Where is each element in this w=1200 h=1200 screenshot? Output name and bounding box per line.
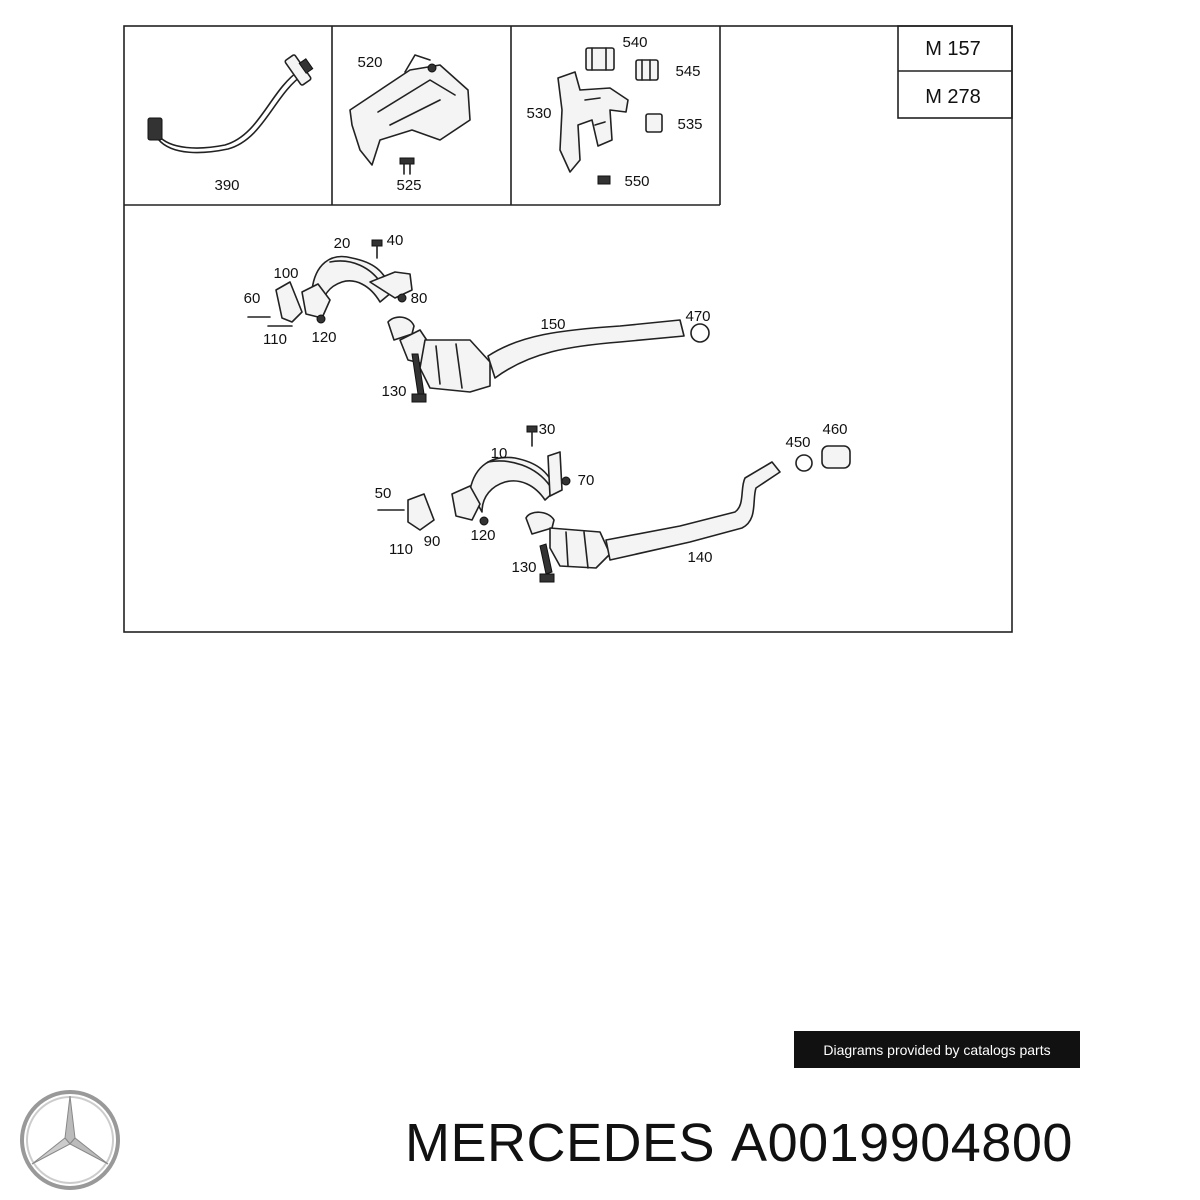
label-40: 40 [387,232,404,249]
label-550: 550 [624,173,649,190]
engine-code-2: M 278 [925,86,981,108]
lower-exhaust-drawing [377,425,851,583]
label-390: 390 [214,177,239,194]
mercedes-star-icon [20,1090,120,1190]
part-caption: MERCEDES A0019904800 [405,1108,1073,1178]
label-460: 460 [822,421,847,438]
label-120-upper: 120 [311,329,336,346]
bracket-520-drawing [349,54,471,175]
label-535: 535 [677,116,702,133]
bracket-530-drawing [557,47,663,185]
label-140: 140 [687,549,712,566]
label-90: 90 [424,533,441,550]
label-60: 60 [244,290,261,307]
label-130-upper: 130 [381,383,406,400]
label-100: 100 [273,265,298,282]
label-450: 450 [785,434,810,451]
label-110-upper: 110 [263,331,287,348]
label-10: 10 [491,445,508,462]
label-130-lower: 130 [511,559,536,576]
label-470: 470 [685,308,710,325]
engine-code-1: M 157 [925,38,981,60]
credit-banner: Diagrams provided by catalogs parts [794,1031,1080,1068]
label-540: 540 [622,34,647,51]
label-80: 80 [411,290,428,307]
label-110-lower: 110 [389,541,413,558]
label-150: 150 [540,316,565,333]
oxygen-sensor-drawing [147,54,314,154]
label-520: 520 [357,54,382,71]
label-545: 545 [675,63,700,80]
upper-exhaust-drawing [247,239,710,403]
label-530: 530 [526,105,551,122]
label-70: 70 [578,472,595,489]
diagram-frame [123,25,1013,633]
label-120-lower: 120 [470,527,495,544]
label-30: 30 [539,421,556,438]
label-50: 50 [375,485,392,502]
part-number: A0019904800 [731,1113,1073,1173]
label-525: 525 [396,177,421,194]
brand-name: MERCEDES [405,1113,716,1173]
label-20: 20 [334,235,351,252]
